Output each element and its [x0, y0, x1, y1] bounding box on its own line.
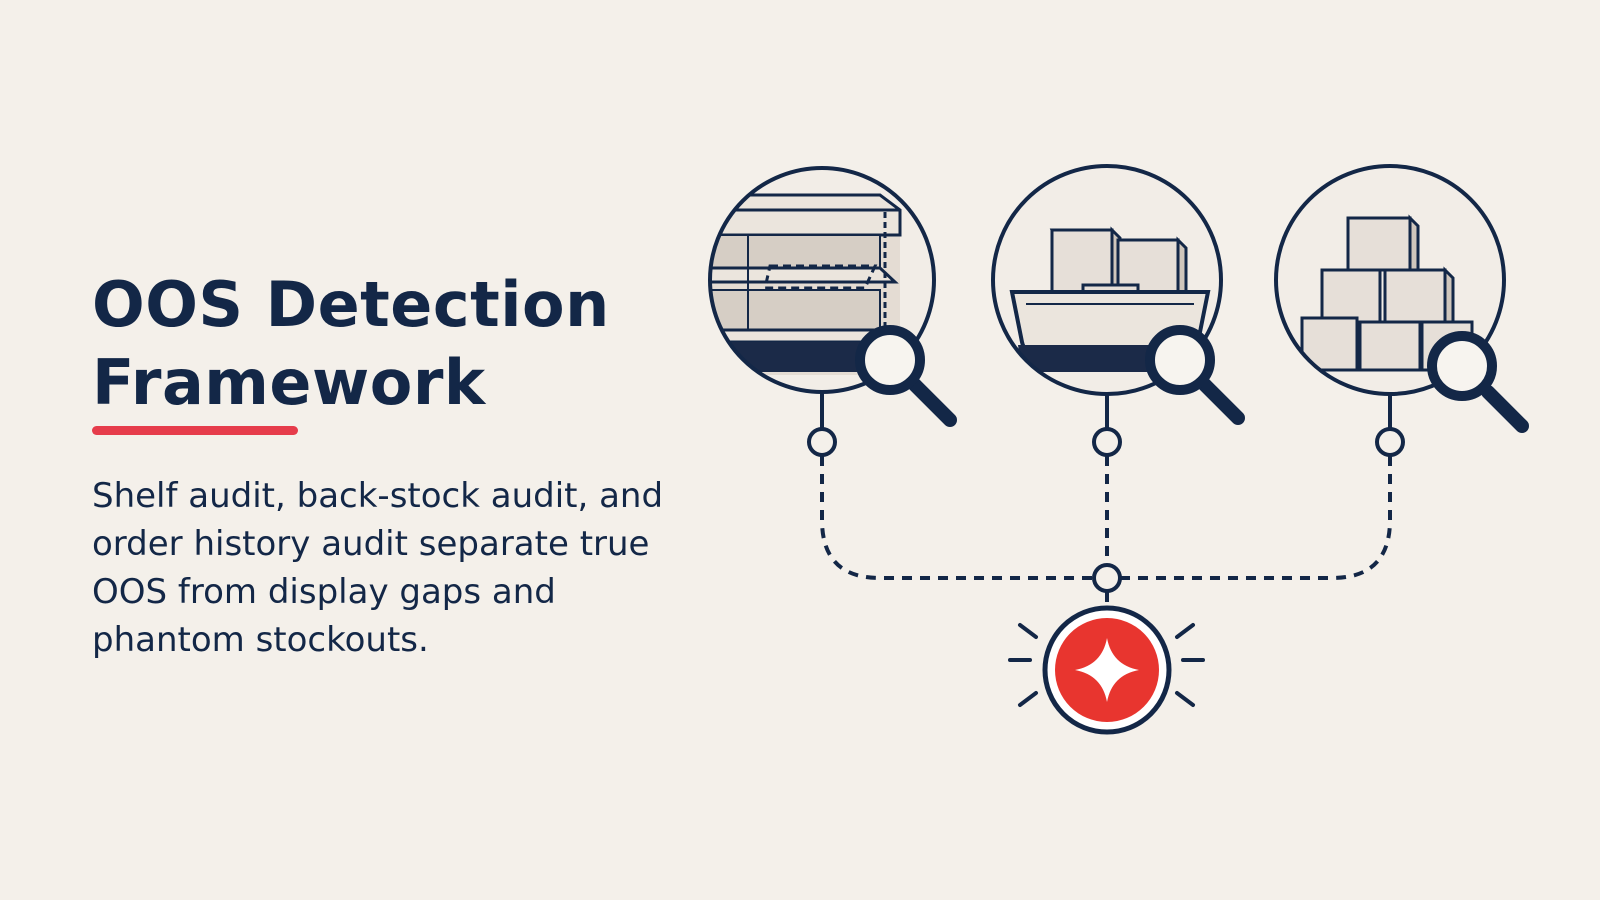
description: Shelf audit, back-stock audit, and order… — [92, 472, 672, 664]
back-stock-audit-node — [991, 164, 1245, 425]
magnifier-icon — [855, 325, 957, 427]
alert-result-node — [1008, 605, 1205, 735]
description-line-2: order history audit separate true — [92, 524, 650, 564]
title-underline — [92, 426, 298, 435]
shelf-audit-node — [708, 166, 957, 427]
order-history-audit-node — [1274, 164, 1529, 433]
storage-bin-boxes-icon — [1009, 226, 1211, 372]
connector-lines — [820, 392, 1392, 612]
description-line-4: phantom stockouts. — [92, 620, 429, 660]
magnifier-icon — [1427, 331, 1529, 433]
title-line-2: Framework — [92, 346, 486, 419]
connector-node-junction — [1092, 563, 1122, 593]
connector-node-back-stock — [1092, 427, 1122, 457]
description-line-1: Shelf audit, back-stock audit, and — [92, 476, 664, 516]
connector-node-shelf — [807, 427, 837, 457]
title-line-1: OOS Detection — [92, 268, 610, 341]
connector-node-order-history — [1375, 427, 1405, 457]
connector-nodes — [807, 427, 1405, 593]
alert-star-icon — [1075, 638, 1139, 702]
alert-rays — [1008, 623, 1205, 707]
page-title: OOS Detection Framework — [92, 266, 610, 422]
magnifier-icon — [1145, 325, 1245, 425]
description-line-3: OOS from display gaps and — [92, 572, 556, 612]
